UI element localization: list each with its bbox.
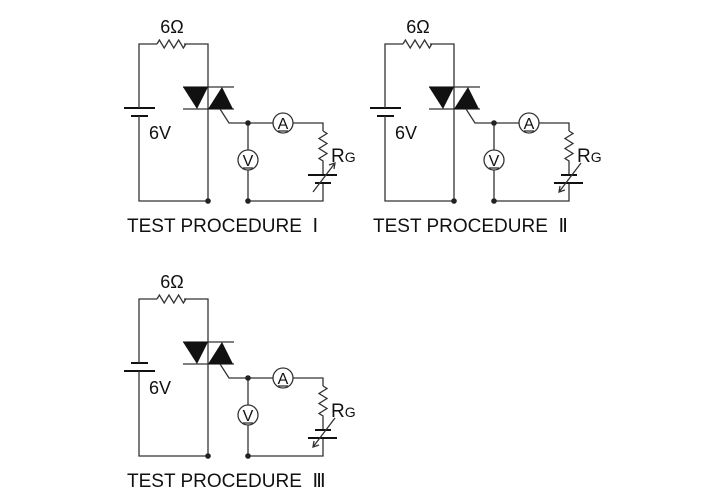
ammeter-icon bbox=[272, 112, 294, 134]
ammeter-icon bbox=[272, 367, 294, 389]
variable-arrow-icon bbox=[312, 417, 336, 448]
voltmeter-icon bbox=[237, 404, 259, 426]
voltmeter-label: V bbox=[489, 153, 500, 170]
junction-dot bbox=[205, 198, 211, 204]
triac-down-triangle-icon bbox=[429, 87, 454, 109]
triac-down-triangle-icon bbox=[183, 87, 208, 109]
resistor-6ohm-icon bbox=[156, 293, 187, 305]
gate-wire bbox=[465, 108, 570, 131]
procedure-title: TEST PROCEDURE Ⅰ bbox=[127, 216, 318, 237]
ammeter-label: A bbox=[524, 116, 535, 133]
circuit-i: 6Ω 6V RG A V TEST PROCEDURE Ⅰ bbox=[124, 17, 356, 237]
ammeter-icon bbox=[518, 112, 540, 134]
junction-dot bbox=[205, 453, 211, 459]
junction-dot bbox=[245, 198, 251, 204]
battery-label: 6V bbox=[149, 378, 171, 398]
gate-resistor-label: RG bbox=[331, 401, 356, 422]
junction-dot bbox=[245, 453, 251, 459]
ammeter-label: A bbox=[278, 116, 289, 133]
gate-wire bbox=[219, 363, 324, 386]
procedure-title: TEST PROCEDURE Ⅱ bbox=[373, 216, 568, 237]
junction-dot bbox=[245, 375, 251, 381]
gate-resistor-icon bbox=[248, 385, 329, 457]
junction-dot bbox=[451, 198, 457, 204]
resistor-label: 6Ω bbox=[406, 17, 429, 37]
junction-dot bbox=[245, 120, 251, 126]
voltmeter-icon bbox=[483, 149, 505, 171]
resistor-6ohm-icon bbox=[156, 38, 187, 50]
voltmeter-icon bbox=[237, 149, 259, 171]
circuit-ii: 6Ω 6V RG A V TEST PROCEDURE Ⅱ bbox=[370, 17, 602, 237]
gate-resistor-icon bbox=[494, 130, 575, 202]
circuit-iii: 6Ω 6V RG A V TEST PROCEDURE Ⅲ bbox=[124, 272, 356, 492]
gate-wire bbox=[219, 108, 324, 131]
resistor-6ohm-icon bbox=[402, 38, 433, 50]
voltmeter-label: V bbox=[243, 153, 254, 170]
triac-up-triangle-icon bbox=[208, 87, 233, 109]
junction-dot bbox=[491, 120, 497, 126]
voltmeter-label: V bbox=[243, 408, 254, 425]
junction-dot bbox=[491, 198, 497, 204]
gate-resistor-label: RG bbox=[331, 146, 356, 167]
triac-down-triangle-icon bbox=[183, 342, 208, 364]
resistor-label: 6Ω bbox=[160, 17, 183, 37]
procedure-title: TEST PROCEDURE Ⅲ bbox=[127, 471, 326, 492]
gate-resistor-icon bbox=[248, 130, 329, 202]
gate-resistor-label: RG bbox=[577, 146, 602, 167]
triac-up-triangle-icon bbox=[208, 342, 233, 364]
variable-arrow-icon bbox=[312, 162, 336, 193]
battery-label: 6V bbox=[395, 123, 417, 143]
ammeter-label: A bbox=[278, 371, 289, 388]
triac-up-triangle-icon bbox=[454, 87, 479, 109]
resistor-label: 6Ω bbox=[160, 272, 183, 292]
battery-label: 6V bbox=[149, 123, 171, 143]
variable-arrow-icon bbox=[558, 162, 582, 193]
